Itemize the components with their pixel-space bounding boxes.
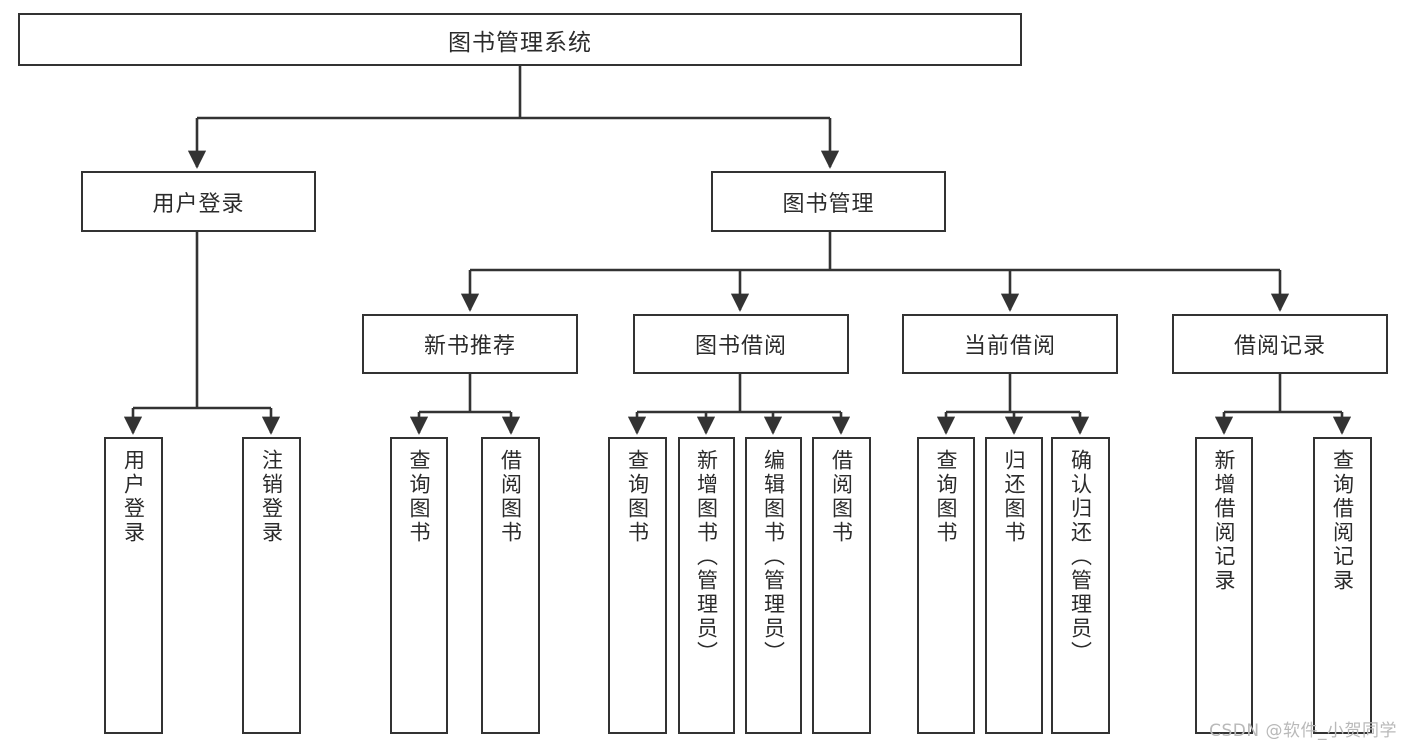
node-label: 借阅图书 bbox=[498, 449, 523, 545]
node-label: 新书推荐 bbox=[423, 334, 516, 359]
node-label: 用户登录 bbox=[152, 191, 245, 217]
node-label: 图书借阅 bbox=[694, 334, 787, 359]
node-label: 查询借阅记录 bbox=[1330, 449, 1355, 593]
node-label: 图书管理系统 bbox=[448, 29, 592, 56]
node-label: 查询图书 bbox=[934, 449, 959, 545]
node-leaf-query-book-new[interactable]: 查询图书 bbox=[390, 437, 448, 734]
node-label: 图书管理 bbox=[782, 191, 875, 217]
node-label: 确认归还（管理员） bbox=[1068, 449, 1093, 665]
node-label: 编辑图书（管理员） bbox=[761, 449, 786, 665]
node-label: 注销登录 bbox=[259, 449, 284, 545]
node-leaf-confirm-return-admin[interactable]: 确认归还（管理员） bbox=[1051, 437, 1110, 734]
node-label: 查询图书 bbox=[407, 449, 432, 545]
node-leaf-query-book-borrow[interactable]: 查询图书 bbox=[608, 437, 667, 734]
node-label: 当前借阅 bbox=[963, 334, 1056, 359]
node-leaf-user-login[interactable]: 用户登录 bbox=[104, 437, 163, 734]
node-label: 借阅记录 bbox=[1233, 334, 1326, 359]
node-level2-book-management[interactable]: 图书管理 bbox=[711, 171, 946, 232]
node-label: 查询图书 bbox=[625, 449, 650, 545]
node-leaf-edit-book-admin[interactable]: 编辑图书（管理员） bbox=[745, 437, 802, 734]
node-label: 用户登录 bbox=[121, 449, 146, 545]
node-label: 新增借阅记录 bbox=[1212, 449, 1237, 593]
node-leaf-borrow-book-new[interactable]: 借阅图书 bbox=[481, 437, 540, 734]
node-leaf-borrow-book[interactable]: 借阅图书 bbox=[812, 437, 871, 734]
node-leaf-query-borrow-record[interactable]: 查询借阅记录 bbox=[1313, 437, 1372, 734]
connector-lines bbox=[123, 66, 1352, 435]
node-leaf-logout[interactable]: 注销登录 bbox=[242, 437, 301, 734]
node-leaf-return-book[interactable]: 归还图书 bbox=[985, 437, 1043, 734]
node-level2-user-login[interactable]: 用户登录 bbox=[81, 171, 316, 232]
node-leaf-add-borrow-record[interactable]: 新增借阅记录 bbox=[1195, 437, 1253, 734]
node-level3-new-book-recommend[interactable]: 新书推荐 bbox=[362, 314, 578, 374]
node-leaf-query-book-current[interactable]: 查询图书 bbox=[917, 437, 975, 734]
node-root[interactable]: 图书管理系统 bbox=[18, 13, 1022, 66]
node-label: 借阅图书 bbox=[829, 449, 854, 545]
node-label: 归还图书 bbox=[1002, 449, 1027, 545]
node-label: 新增图书（管理员） bbox=[694, 449, 719, 665]
node-level3-book-borrow[interactable]: 图书借阅 bbox=[633, 314, 849, 374]
node-level3-borrow-record[interactable]: 借阅记录 bbox=[1172, 314, 1388, 374]
node-leaf-add-book-admin[interactable]: 新增图书（管理员） bbox=[678, 437, 735, 734]
node-level3-current-borrow[interactable]: 当前借阅 bbox=[902, 314, 1118, 374]
